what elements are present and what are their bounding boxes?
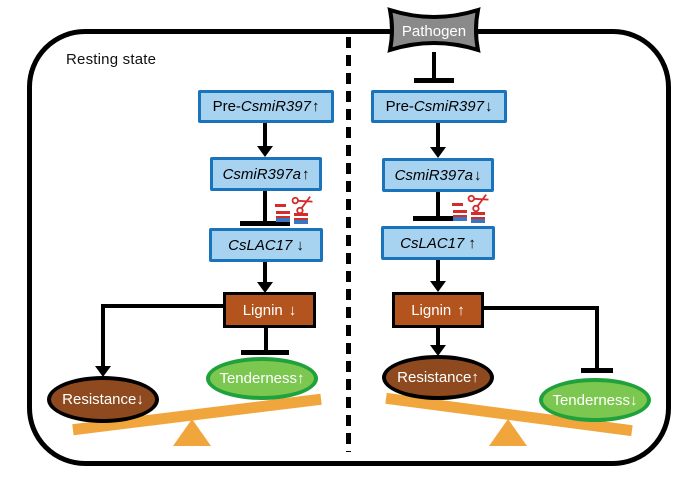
inhibition-bar xyxy=(241,350,289,355)
node-csmir397a-right: CsmiR397a↓ xyxy=(382,158,494,192)
elbow-line-horizontal xyxy=(484,306,599,310)
figure-frame xyxy=(27,29,671,466)
resting-state-label: Resting state xyxy=(66,51,157,68)
inhibition-bar xyxy=(414,78,454,83)
arrow-line xyxy=(263,123,267,148)
arrowhead-down xyxy=(257,146,273,157)
pathogen-label: Pathogen xyxy=(402,23,466,40)
gene-name: CsmiR397a xyxy=(222,165,301,183)
arrowhead-down xyxy=(95,366,111,377)
arrow-line xyxy=(436,123,440,148)
inhibition-bar xyxy=(240,221,290,226)
trend-arrow: ↑ xyxy=(311,98,320,115)
tenderness-label: Tenderness xyxy=(219,370,298,387)
arrow-line xyxy=(436,260,440,282)
node-cslac17-right: CsLAC17↑ xyxy=(381,226,495,260)
trend-arrow: ↑ xyxy=(457,301,465,319)
node-pre-csmir397-right: Pre-CsmiR397↓ xyxy=(371,90,507,123)
elbow-line-horizontal xyxy=(101,304,223,308)
lignin-label: Lignin xyxy=(242,301,283,319)
arrow-line xyxy=(436,328,440,347)
trend-arrow: ↑ xyxy=(297,370,305,387)
gene-name: CsLAC17 xyxy=(400,234,465,252)
trend-arrow: ↓ xyxy=(630,391,638,409)
seesaw-fulcrum-right xyxy=(489,419,527,446)
resistance-label: Resistance xyxy=(62,391,137,408)
scissors-icon xyxy=(291,196,313,215)
inhibition-line xyxy=(264,328,268,350)
node-lignin-left: Lignin ↓ xyxy=(223,292,316,328)
arrowhead-down xyxy=(430,345,446,356)
node-resistance-left: Resistance↓ xyxy=(47,376,159,423)
trend-arrow: ↓ xyxy=(484,98,493,115)
gene-name: CsmiR397 xyxy=(413,98,484,115)
trend-arrow: ↓ xyxy=(296,236,304,254)
trend-arrow: ↓ xyxy=(473,166,482,184)
lignin-label: Lignin xyxy=(411,301,452,319)
arrowhead-down xyxy=(430,281,446,292)
trend-arrow: ↑ xyxy=(468,234,476,252)
gene-prefix: Pre- xyxy=(212,98,241,115)
gene-name: CsmiR397 xyxy=(240,98,311,115)
node-tenderness-left: Tenderness↑ xyxy=(206,357,318,400)
panel-divider-dashed-line xyxy=(346,37,351,452)
tenderness-label: Tenderness xyxy=(552,391,631,409)
pathogen-shape xyxy=(387,7,481,53)
inhibition-line xyxy=(263,191,267,221)
inhibition-line xyxy=(436,192,440,216)
elbow-line-vertical xyxy=(595,306,599,368)
elbow-line-vertical xyxy=(101,304,105,368)
seesaw-fulcrum-left xyxy=(173,419,211,446)
inhibition-line xyxy=(432,52,436,78)
inhibition-bar xyxy=(413,216,463,221)
trend-arrow: ↑ xyxy=(301,165,310,183)
node-lignin-right: Lignin ↑ xyxy=(392,292,484,328)
mirna-duplex-icon xyxy=(453,210,467,221)
gene-name: CsLAC17 xyxy=(228,236,293,254)
mirna-duplex-icon xyxy=(294,213,308,224)
node-tenderness-right: Tenderness↓ xyxy=(539,378,651,422)
mirna-duplex-icon xyxy=(471,212,485,223)
node-resistance-right: Resistance↑ xyxy=(382,355,494,400)
resistance-label: Resistance xyxy=(397,369,472,386)
pathogen-banner: Pathogen xyxy=(387,7,481,53)
trend-arrow: ↑ xyxy=(471,369,479,386)
trend-arrow: ↓ xyxy=(136,391,144,408)
gene-prefix: Pre- xyxy=(385,98,414,115)
node-cslac17-left: CsLAC17↓ xyxy=(209,228,323,262)
scissors-icon xyxy=(467,194,489,213)
arrowhead-down xyxy=(257,282,273,293)
node-csmir397a-left: CsmiR397a↑ xyxy=(210,157,322,191)
mirna-duplex-icon xyxy=(276,211,290,222)
arrowhead-down xyxy=(430,147,446,158)
inhibition-bar xyxy=(581,368,613,373)
cleaved-strand-icon xyxy=(452,203,463,206)
node-pre-csmir397-left: Pre-CsmiR397↑ xyxy=(198,90,334,123)
gene-name: CsmiR397a xyxy=(394,166,473,184)
arrow-line xyxy=(263,262,267,283)
cleaved-strand-icon xyxy=(275,204,286,207)
trend-arrow: ↓ xyxy=(288,301,297,319)
